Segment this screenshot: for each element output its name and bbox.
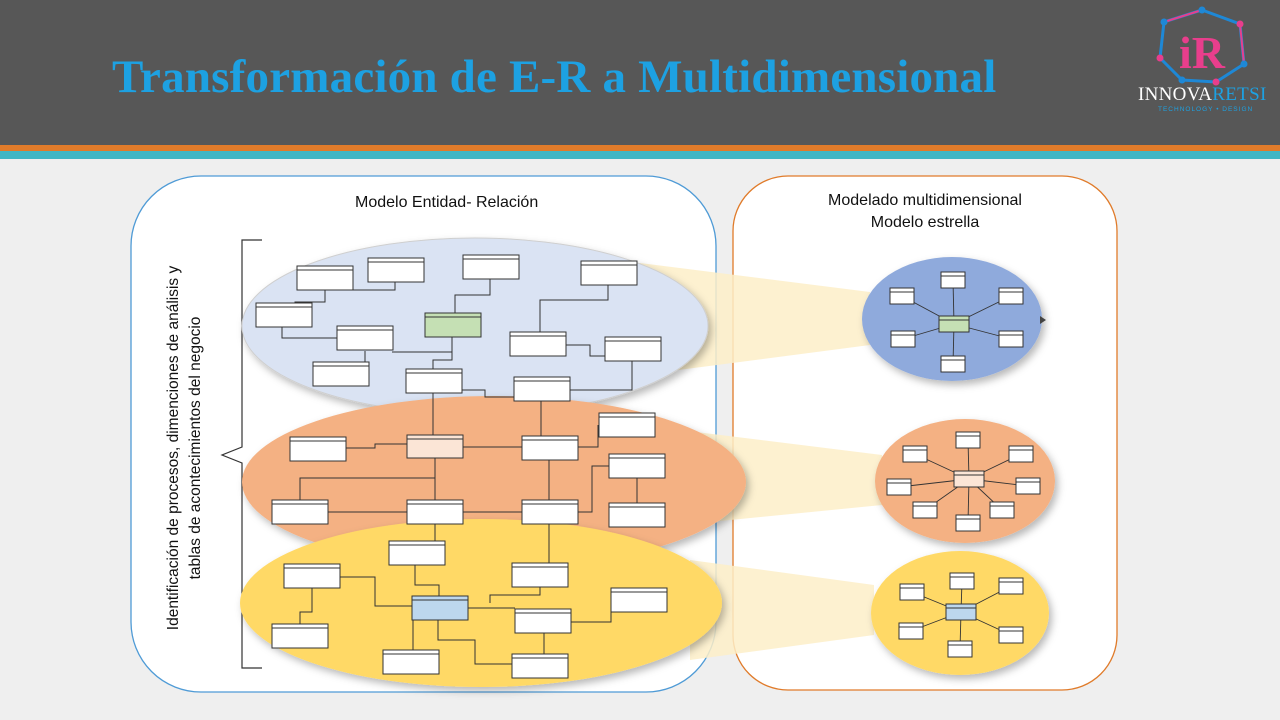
er-table (580, 260, 638, 286)
er-table (604, 336, 662, 362)
star-arrowhead (1040, 316, 1046, 324)
er-table (336, 325, 394, 351)
star-dimension-table (912, 501, 938, 519)
star-dimension-table (998, 626, 1024, 644)
process-label-line1: Identificación de procesos, dimenciones … (165, 265, 182, 631)
star-dimension-table (998, 287, 1024, 305)
er-table (289, 436, 347, 462)
er-table (382, 649, 440, 675)
star-dimension-table (890, 330, 916, 348)
er-connectors-blue (281, 279, 633, 437)
star-dimension-table (1008, 445, 1034, 463)
star-dimension-table (989, 501, 1015, 519)
star-dimension-table (902, 445, 928, 463)
logo-tagline: TECHNOLOGY • DESIGN (1158, 106, 1254, 113)
er-table (283, 563, 341, 589)
er-table (271, 623, 329, 649)
star-dimension-table (899, 583, 925, 601)
star-fact-table-peach (953, 470, 985, 488)
er-table (296, 265, 354, 291)
er-table (312, 361, 370, 387)
innovaretsi-logo-icon: iR (1156, 6, 1248, 86)
orange-stripe (0, 145, 1280, 151)
er-table (271, 499, 329, 525)
star-fact-table-blue (945, 603, 977, 621)
star-schema (889, 271, 1024, 373)
slide-title: Transformación de E-R a Multidimensional (112, 51, 997, 103)
er-table (598, 412, 656, 438)
process-identification-label: Identificación de procesos, dimenciones … (163, 248, 209, 648)
er-table (521, 435, 579, 461)
teal-stripe (0, 151, 1280, 159)
star-dimension-table (949, 572, 975, 590)
multidimensional-model-label: Modelado multidimensional Modelo estrell… (780, 190, 1070, 234)
projection-beam-yellow (690, 560, 874, 660)
left-bracket (220, 239, 262, 669)
star-fact-table-green (938, 315, 970, 333)
er-cluster-yellow (240, 519, 722, 687)
er-table (608, 453, 666, 479)
star-dimension-table (940, 271, 966, 289)
er-table (406, 499, 464, 525)
er-fact-table-green (424, 312, 482, 338)
logo-letters: iR (1179, 27, 1226, 78)
logo-brand-accent: RETSI (1212, 84, 1267, 105)
star-schema (898, 572, 1024, 658)
er-fact-table-blue (411, 595, 469, 621)
star-schemas (886, 271, 1041, 658)
er-table (511, 653, 569, 679)
multidimensional-label-line2: Modelo estrella (870, 214, 980, 231)
er-table (367, 257, 425, 283)
star-dimension-table (886, 478, 912, 496)
er-table (462, 254, 520, 280)
er-table (511, 562, 569, 588)
er-table (388, 540, 446, 566)
star-dimension-table (940, 355, 966, 373)
er-table (610, 587, 668, 613)
header-bar (0, 0, 1280, 145)
star-dimension-table (889, 287, 915, 305)
star-dimension-table (947, 640, 973, 658)
star-dimension-table (898, 622, 924, 640)
star-dimension-table (955, 514, 981, 532)
er-fact-table-peach (406, 434, 464, 459)
star-dimension-table (955, 431, 981, 449)
er-table (514, 608, 572, 634)
er-model-label: Modelo Entidad- Relación (355, 194, 539, 211)
multidimensional-label-line1: Modelado multidimensional (828, 192, 1022, 209)
star-schema (886, 431, 1041, 532)
er-table (405, 368, 463, 394)
star-dimension-table (1015, 477, 1041, 495)
logo-brand-main: INNOVA (1138, 84, 1213, 105)
er-table (521, 499, 579, 525)
er-connectors-orange (299, 425, 638, 570)
er-table (509, 331, 567, 357)
process-label-line2: tablas de acontecimientos del negocio (187, 316, 204, 580)
er-table (513, 376, 571, 402)
star-dimension-table (998, 330, 1024, 348)
er-tables (255, 254, 668, 679)
er-table (255, 302, 313, 328)
logo-wordmark: INNOVARETSI (1138, 84, 1267, 106)
er-table (608, 502, 666, 528)
star-dimension-table (998, 577, 1024, 595)
